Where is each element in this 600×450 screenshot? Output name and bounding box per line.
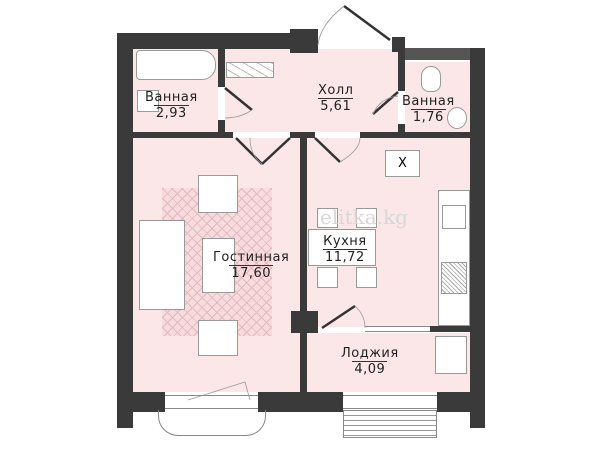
room-name: Кухня: [323, 234, 367, 249]
wall: [398, 49, 405, 91]
loggia-steps: [343, 410, 437, 438]
window-loggia: [343, 395, 437, 409]
loggia-cabinet: [435, 336, 467, 374]
wall: [117, 33, 133, 428]
wall: [218, 49, 225, 87]
room-name: Лоджия: [341, 346, 399, 361]
room-area: 17,60: [229, 265, 274, 281]
room-area: 5,61: [318, 98, 354, 114]
dining-table: [308, 229, 376, 266]
room-label-living: Гостинная 17,60: [213, 250, 289, 281]
room-label-bathroom-small: Ванная 1,76: [402, 94, 455, 125]
loggia-sliding-door: [365, 326, 430, 332]
wardrobe: [226, 62, 274, 78]
wall: [430, 326, 470, 332]
wall: [392, 37, 405, 52]
wall: [133, 132, 233, 138]
wall: [290, 132, 315, 138]
wall: [437, 392, 485, 412]
room-name: Холл: [318, 83, 354, 98]
room-area: 4,09: [352, 361, 388, 377]
boiler-cabinet: X: [385, 150, 420, 177]
armchair-top: [198, 175, 238, 213]
chair: [356, 267, 377, 288]
kitchen-sink: [442, 205, 466, 229]
room-name: Ванная: [402, 94, 455, 109]
wall: [218, 120, 225, 134]
room-label-loggia: Лоджия 4,09: [341, 346, 399, 377]
wall: [291, 311, 318, 333]
room-label-kitchen: Кухня 11,72: [323, 234, 367, 265]
wall: [258, 392, 343, 412]
stove: [441, 262, 467, 294]
armchair-bottom: [198, 320, 238, 356]
room-label-hall: Холл 5,61: [318, 83, 354, 114]
wall: [300, 138, 307, 392]
room-name: Гостинная: [213, 250, 290, 265]
chair: [317, 267, 338, 288]
room-label-bathroom: Ванная 2,93: [145, 90, 198, 121]
room-area: 11,72: [323, 249, 367, 265]
wall: [405, 48, 485, 60]
room-area: 1,76: [410, 109, 446, 125]
sofa: [139, 220, 185, 310]
sink: [447, 107, 467, 129]
toilet: [421, 66, 441, 92]
watermark: elitka.kg: [320, 205, 408, 229]
chair: [356, 208, 377, 228]
wall: [117, 33, 290, 49]
washing-machine: [137, 90, 159, 112]
wall: [470, 48, 485, 428]
wall: [360, 132, 470, 138]
room-name: Ванная: [145, 90, 198, 105]
wall: [117, 392, 165, 412]
room-area: 2,93: [153, 105, 189, 121]
window-living: [165, 395, 258, 409]
wall: [290, 29, 318, 53]
wall: [398, 124, 405, 134]
chair: [317, 208, 338, 228]
bathtub: [136, 50, 216, 80]
boiler-mark: X: [398, 156, 407, 171]
